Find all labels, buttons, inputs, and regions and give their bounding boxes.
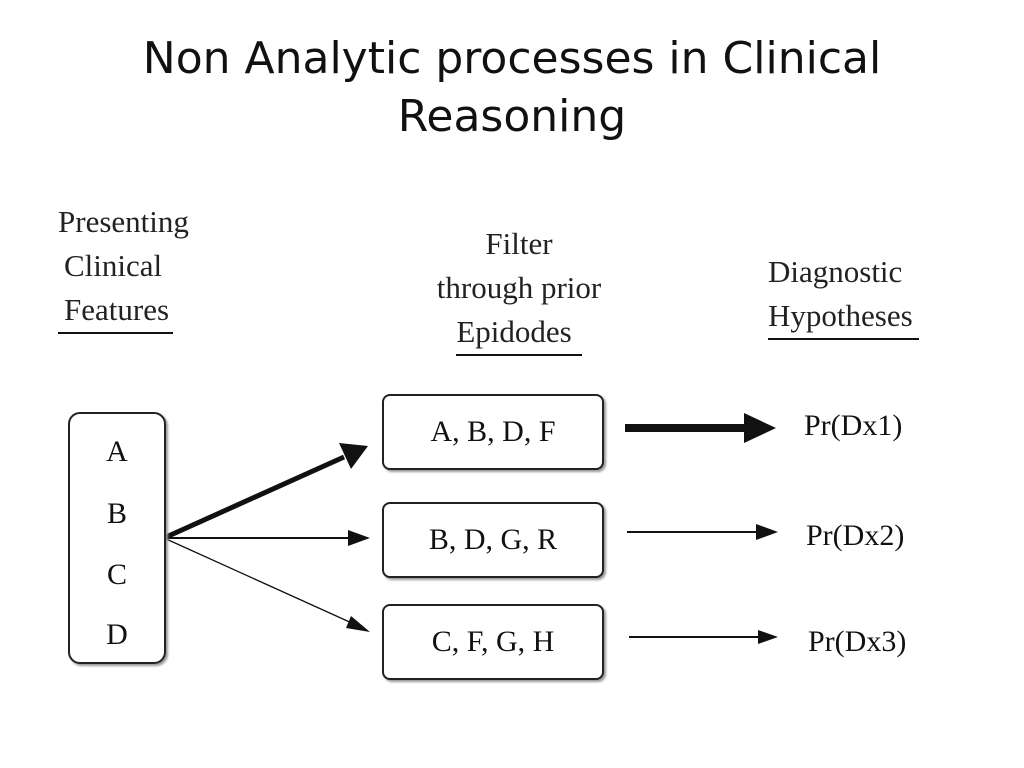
filter-heading-line-1: Filter xyxy=(485,226,553,261)
hypotheses-heading-line-1: Diagnostic xyxy=(768,254,903,289)
feature-c: C xyxy=(106,558,127,591)
arrow-features-to-episode-1-head xyxy=(339,443,368,469)
arrow-features-to-episode-1 xyxy=(162,454,346,541)
arrow-features-to-episode-3-head xyxy=(346,616,370,632)
features-box: A B C D xyxy=(68,412,166,664)
arrow-episode-1-to-dx1-head xyxy=(744,413,776,443)
arrow-features-to-episode-3 xyxy=(163,537,355,625)
features-heading-line-1: Presenting xyxy=(58,204,189,239)
arrow-features-to-episode-2-head xyxy=(348,530,370,546)
filter-heading: Filter through prior Epidodes xyxy=(400,222,638,356)
slide-title: Non Analytic processes in Clinical Reaso… xyxy=(0,30,1024,146)
hypotheses-heading-line-2: Hypotheses xyxy=(768,294,919,340)
diagnosis-3: Pr(Dx3) xyxy=(808,625,907,658)
episode-box-1: A, B, D, F xyxy=(382,394,604,470)
episode-box-3: C, F, G, H xyxy=(382,604,604,680)
hypotheses-heading: Diagnostic Hypotheses xyxy=(768,250,919,340)
episode-box-2: B, D, G, R xyxy=(382,502,604,578)
filter-heading-line-3: Epidodes xyxy=(456,310,582,356)
title-line-1: Non Analytic processes in Clinical xyxy=(142,33,882,84)
features-heading-line-2: Clinical xyxy=(64,248,163,283)
feature-b: B xyxy=(106,497,127,530)
arrow-episode-3-to-dx3-head xyxy=(758,630,778,644)
title-line-2: Reasoning xyxy=(397,91,627,142)
feature-d: D xyxy=(106,618,128,651)
diagnosis-2: Pr(Dx2) xyxy=(806,519,905,552)
feature-a: A xyxy=(106,435,128,468)
arrow-episode-2-to-dx2-head xyxy=(756,524,778,540)
features-heading: Presenting Clinical Features xyxy=(58,200,189,334)
filter-heading-line-2: through prior xyxy=(436,270,602,305)
features-heading-line-3: Features xyxy=(58,288,174,334)
diagnosis-1: Pr(Dx1) xyxy=(804,409,903,442)
